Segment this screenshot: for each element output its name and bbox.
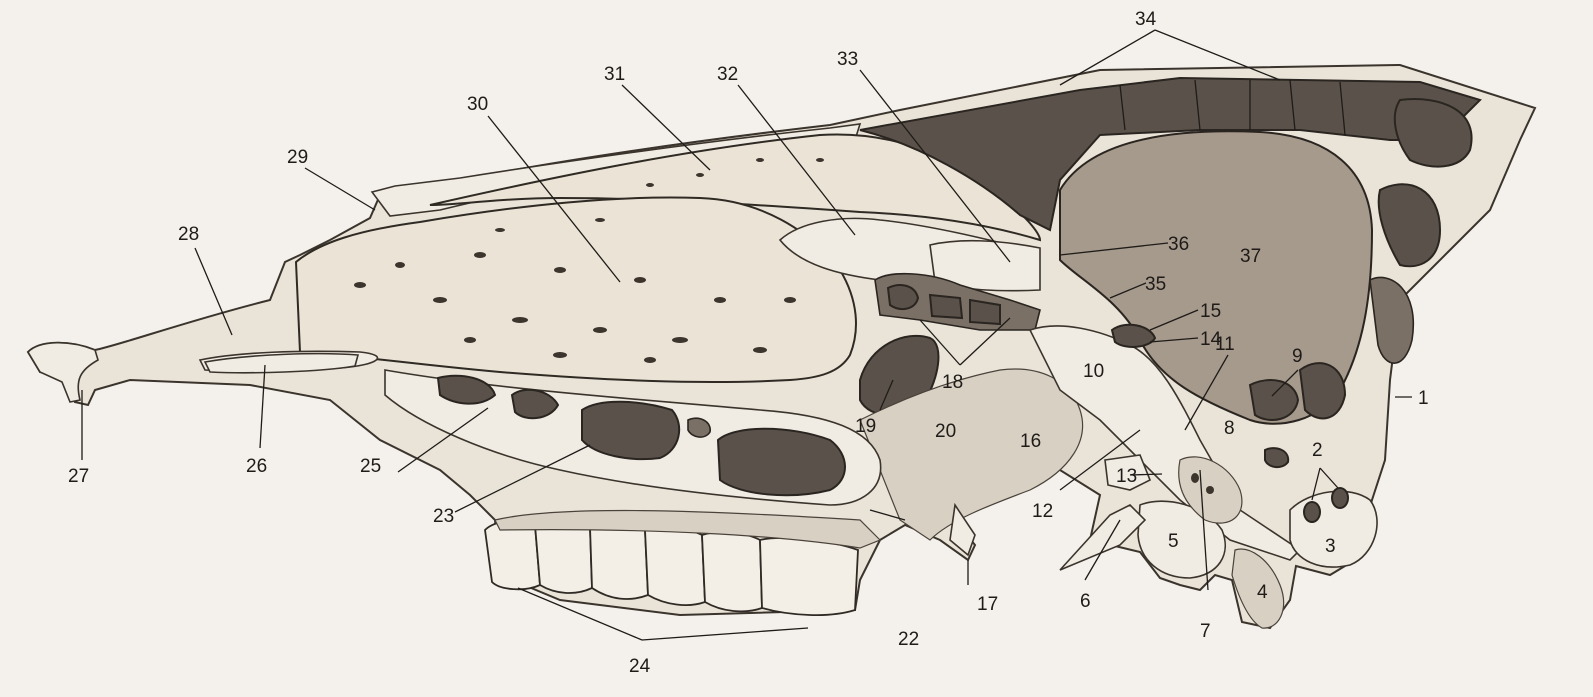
- hypoglossal-foramen-2: [1331, 487, 1349, 509]
- callout-1: 1: [1418, 388, 1429, 409]
- callout-4: 4: [1257, 582, 1268, 603]
- skull-drawing: [26, 63, 1537, 630]
- callout-6: 6: [1080, 591, 1091, 612]
- leader-lines: [81, 29, 1412, 641]
- hypoglossal-foramen-1: [1303, 501, 1321, 523]
- callout-20: 20: [935, 421, 956, 442]
- vomer-pterygoid: [859, 368, 1084, 541]
- sinus-cell-small: [510, 388, 560, 420]
- callout-34: 34: [1135, 9, 1157, 30]
- maxillary-sinus-rostral: [581, 400, 681, 461]
- incisive-bone: [26, 341, 99, 403]
- callout-33: 33: [837, 49, 858, 70]
- callout-22: 22: [898, 629, 919, 650]
- callout-3: 3: [1325, 536, 1336, 557]
- pterygoid-hamulus: [949, 502, 976, 557]
- tooth-4: [644, 526, 706, 606]
- callout-29: 29: [287, 147, 308, 168]
- callout-9: 9: [1292, 346, 1303, 367]
- vomer-groove: [203, 352, 360, 374]
- muscular-process: [1059, 504, 1147, 571]
- optic-canal: [1110, 323, 1157, 348]
- callout-27: 27: [68, 466, 89, 487]
- tooth-2: [534, 519, 593, 594]
- sinus-cell-septum: [687, 417, 711, 438]
- callout-14: 14: [1200, 329, 1222, 350]
- callout-36: 36: [1168, 234, 1189, 255]
- callout-10: 10: [1083, 361, 1104, 382]
- paracondylar-process: [1231, 548, 1285, 629]
- orbital-fissure: [1248, 379, 1300, 421]
- callout-26: 26: [246, 456, 267, 477]
- maxillary-sinus-caudal: [716, 427, 846, 497]
- callout-labels: 1 2 3 4 5 6 7 8 9 10 11 12 13 14 15 16 1…: [68, 9, 1429, 677]
- dorsal-concha: [429, 133, 1042, 242]
- callout-24: 24: [629, 656, 651, 677]
- callout-17: 17: [977, 594, 998, 615]
- callout-28: 28: [178, 224, 199, 245]
- ventral-concha: [294, 196, 857, 384]
- spongy-texture: [354, 158, 824, 363]
- tooth-5: [701, 531, 763, 613]
- callout-12: 12: [1032, 501, 1053, 522]
- sinus-cavity-lower: [1264, 447, 1290, 468]
- callout-18: 18: [942, 372, 963, 393]
- cheek-teeth: [484, 519, 859, 616]
- sinus-cavity-right: [1298, 362, 1347, 420]
- callout-7: 7: [1200, 621, 1211, 642]
- callout-30: 30: [467, 94, 488, 115]
- callout-8: 8: [1224, 418, 1235, 439]
- tooth-3: [589, 523, 649, 600]
- callout-11: 11: [1215, 334, 1235, 355]
- tooth-1: [484, 519, 541, 591]
- sphenoid-cell-2: [928, 293, 964, 320]
- posterior-sinus-cells: [1393, 98, 1473, 168]
- callout-37: 37: [1240, 246, 1261, 267]
- sinus-cell-25: [436, 374, 497, 405]
- posterior-sinus-cells-2: [1377, 183, 1442, 268]
- sphenoid-cell-1: [886, 284, 920, 311]
- callout-13: 13: [1116, 466, 1137, 487]
- sphenoid-cell-3: [969, 298, 1001, 326]
- tooth-6: [759, 537, 859, 616]
- callout-32: 32: [717, 64, 738, 85]
- callout-16: 16: [1020, 431, 1041, 452]
- posterior-sinus-cells-3: [1369, 276, 1415, 364]
- callout-5: 5: [1168, 531, 1179, 552]
- sinus-septa: [1119, 79, 1346, 136]
- callout-2: 2: [1312, 440, 1323, 461]
- external-acoustic: [1104, 454, 1152, 491]
- callout-23: 23: [433, 506, 454, 527]
- alveolar-region: [494, 509, 882, 549]
- callout-19: 19: [855, 416, 876, 437]
- callout-25: 25: [360, 456, 381, 477]
- callout-35: 35: [1145, 274, 1166, 295]
- callout-15: 15: [1200, 301, 1221, 322]
- callout-31: 31: [604, 64, 625, 85]
